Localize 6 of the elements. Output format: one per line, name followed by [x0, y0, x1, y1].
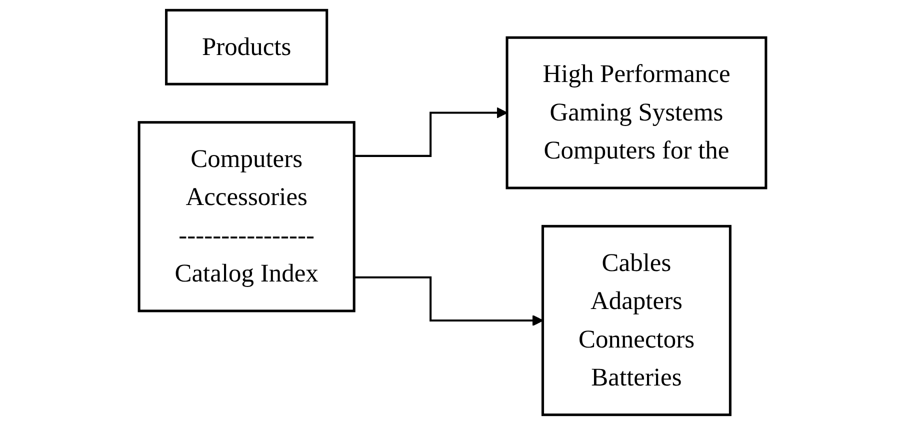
arrow [354, 107, 508, 157]
arrow [354, 276, 544, 326]
node-box: Computers Accessories ---------------- Catalog Index [138, 121, 356, 312]
node-box: High Performance Gaming Systems Computers for the [506, 36, 768, 190]
node-box: Cables Adapters Connectors Batteries [541, 224, 732, 416]
node-box: Products [165, 8, 328, 86]
